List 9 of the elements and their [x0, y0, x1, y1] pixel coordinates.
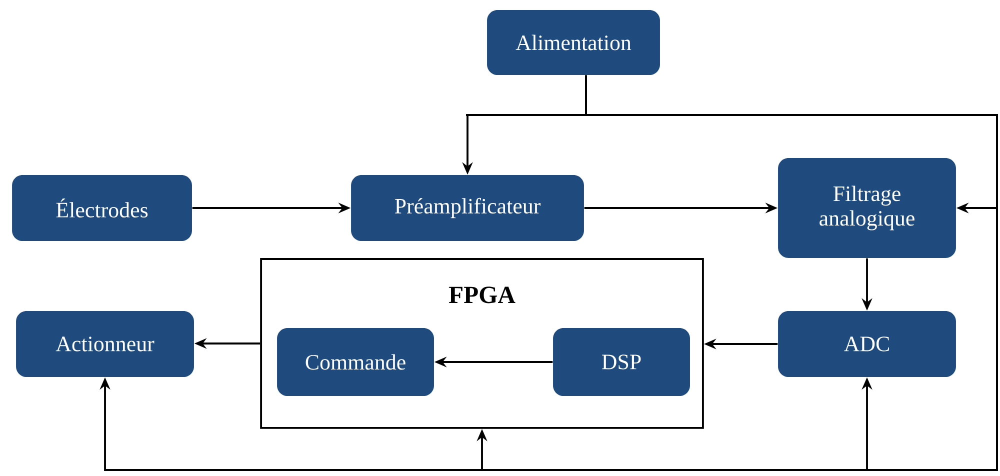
process-box: ADC	[778, 311, 956, 377]
process-box: Électrodes	[12, 175, 192, 241]
process-box: DSP	[553, 328, 690, 396]
process-box: Filtrage analogique	[778, 158, 956, 258]
arrow	[585, 75, 998, 471]
process-box: Commande	[277, 328, 434, 396]
process-box: Préamplificateur	[351, 175, 584, 241]
process-box: Actionneur	[16, 311, 194, 377]
process-box: Alimentation	[487, 10, 660, 75]
